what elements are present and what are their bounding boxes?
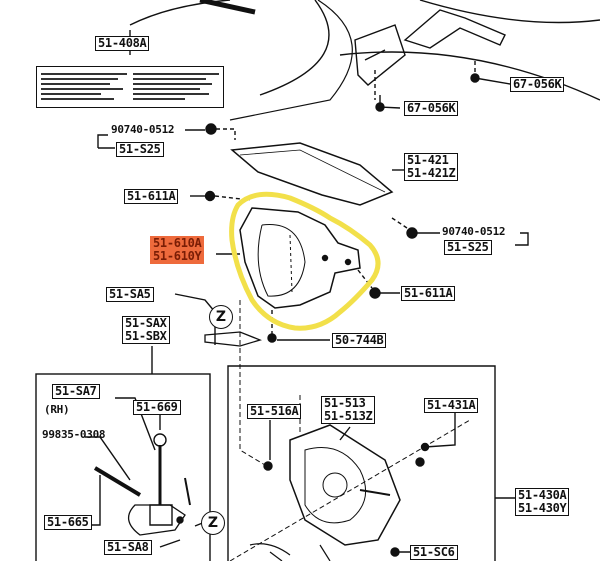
part-51-665[interactable]: 51-665 (44, 515, 92, 530)
part-51-513: 51-513 (324, 396, 366, 410)
part-67-056k-center[interactable]: 67-056K (404, 101, 459, 116)
part-51-s25-left[interactable]: 51-S25 (116, 142, 164, 157)
z-reference-marker-upper: Z (209, 305, 233, 329)
hinge-bracket (354, 24, 406, 86)
panel-edge-2 (339, 51, 600, 101)
part-51-431a[interactable]: 51-431A (424, 398, 479, 413)
part-51-sbx: 51-SBX (125, 329, 167, 343)
part-51-421z: 51-421Z (407, 166, 456, 180)
part-90740-0512-left[interactable]: 90740-0512 (111, 123, 175, 136)
z-reference-marker-lower: Z (201, 511, 225, 535)
part-51-430-group[interactable]: 51-430A 51-430Y (515, 488, 570, 516)
part-51-421-group[interactable]: 51-421 51-421Z (404, 153, 459, 181)
rh-note: (RH) (44, 403, 70, 416)
part-50-744b[interactable]: 50-744B (332, 333, 387, 348)
end-trim-cover (239, 207, 361, 309)
part-51-610a: 51-610A (153, 236, 202, 250)
part-51-s25-right[interactable]: 51-S25 (444, 240, 492, 255)
part-51-516a[interactable]: 51-516A (247, 404, 302, 419)
caution-label-decal (36, 66, 224, 108)
trunk-lid-outline-2 (229, 0, 353, 121)
part-51-513z: 51-513Z (324, 409, 373, 423)
part-51-sc6[interactable]: 51-SC6 (410, 545, 458, 560)
part-51-sa8[interactable]: 51-SA8 (104, 540, 152, 555)
part-51-669[interactable]: 51-669 (133, 400, 181, 415)
part-51-610y: 51-610Y (153, 249, 202, 263)
part-90740-0512-right[interactable]: 90740-0512 (442, 225, 506, 238)
trunk-lid-outline (259, 0, 330, 96)
highlight-annotation (229, 191, 381, 331)
panel-edge (419, 0, 600, 24)
body-outline-2 (199, 0, 256, 15)
part-51-430y: 51-430Y (518, 501, 567, 515)
part-51-421: 51-421 (407, 153, 449, 167)
part-51-430a: 51-430A (518, 488, 567, 502)
body-outline (129, 0, 231, 26)
part-51-sax-group[interactable]: 51-SAX 51-SBX (122, 316, 170, 344)
part-51-513-group[interactable]: 51-513 51-513Z (321, 396, 376, 424)
part-99835-0308[interactable]: 99835-0308 (42, 428, 106, 441)
part-51-611a-right[interactable]: 51-611A (401, 286, 456, 301)
hinge-arm (403, 9, 506, 49)
part-51-sa5[interactable]: 51-SA5 (106, 287, 154, 302)
part-51-611a-top[interactable]: 51-611A (124, 189, 179, 204)
part-51-sa7[interactable]: 51-SA7 (52, 384, 100, 399)
part-51-408a[interactable]: 51-408A (95, 36, 150, 51)
part-51-sax: 51-SAX (125, 316, 167, 330)
trunk-liner (230, 142, 394, 206)
lock-bracket (289, 424, 401, 546)
part-67-056k-right[interactable]: 67-056K (510, 77, 565, 92)
part-51-610-group-highlighted[interactable]: 51-610A 51-610Y (150, 236, 205, 264)
strap-handle (204, 331, 262, 347)
